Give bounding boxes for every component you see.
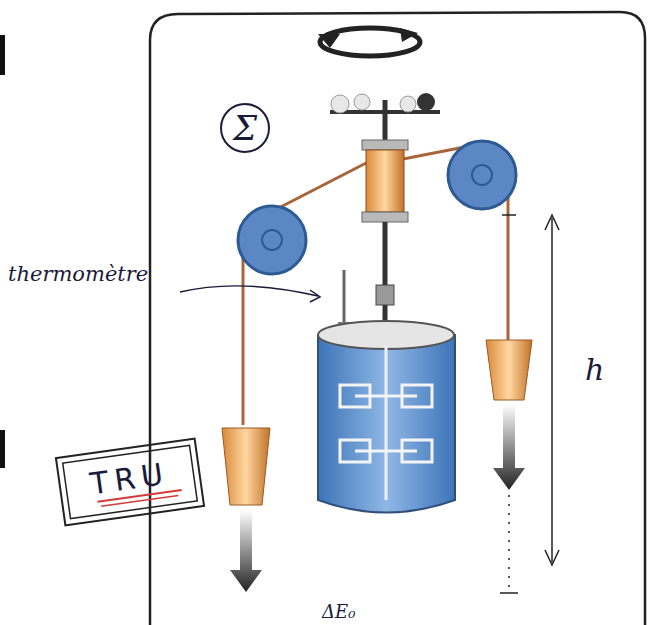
rotation-arrow (320, 28, 420, 56)
dimension-head (545, 215, 559, 230)
pulley-hub (262, 230, 282, 250)
thermometer (343, 270, 346, 330)
rotation-head (318, 34, 340, 48)
fall-arrow (230, 510, 262, 592)
tru-frame (56, 439, 204, 526)
string (242, 240, 245, 425)
energy-label: ΔE₀ (322, 601, 355, 622)
calorimeter (318, 335, 455, 513)
scan-mark (0, 430, 5, 468)
handle-ball (417, 93, 435, 111)
system-symbol: Σ (229, 106, 261, 150)
leader-line (180, 286, 318, 296)
dimension-label: h (585, 352, 604, 387)
weight (486, 340, 532, 400)
box-text: TRU (88, 455, 171, 501)
spool-cap (362, 212, 408, 222)
scan-mark (0, 35, 5, 75)
system-boundary (150, 12, 645, 625)
pulley (448, 141, 516, 209)
system-circle (221, 104, 269, 152)
calorimeter-lid (318, 321, 454, 349)
spool (366, 150, 404, 212)
height-dimension (551, 218, 553, 562)
paddle-axis (385, 345, 388, 500)
fall-arrow (493, 404, 525, 490)
handle-ball (331, 95, 349, 113)
handle (383, 100, 388, 145)
weight (222, 428, 270, 505)
rotation-head (400, 28, 418, 42)
tick (502, 214, 516, 216)
coupling (376, 285, 394, 305)
fall-path (508, 495, 510, 590)
part-label: thermomètre (8, 262, 148, 286)
spool-cap (362, 140, 408, 150)
pulley (238, 206, 306, 274)
tick (500, 592, 518, 594)
handle-ball (400, 96, 416, 112)
paddles (340, 385, 432, 462)
label-box: TRU (84, 453, 176, 504)
pulley-hub (472, 165, 492, 185)
handle-ball (354, 94, 370, 110)
dimension-head (545, 550, 559, 565)
leader-head (310, 290, 320, 302)
system-letter: Σ (233, 108, 257, 148)
